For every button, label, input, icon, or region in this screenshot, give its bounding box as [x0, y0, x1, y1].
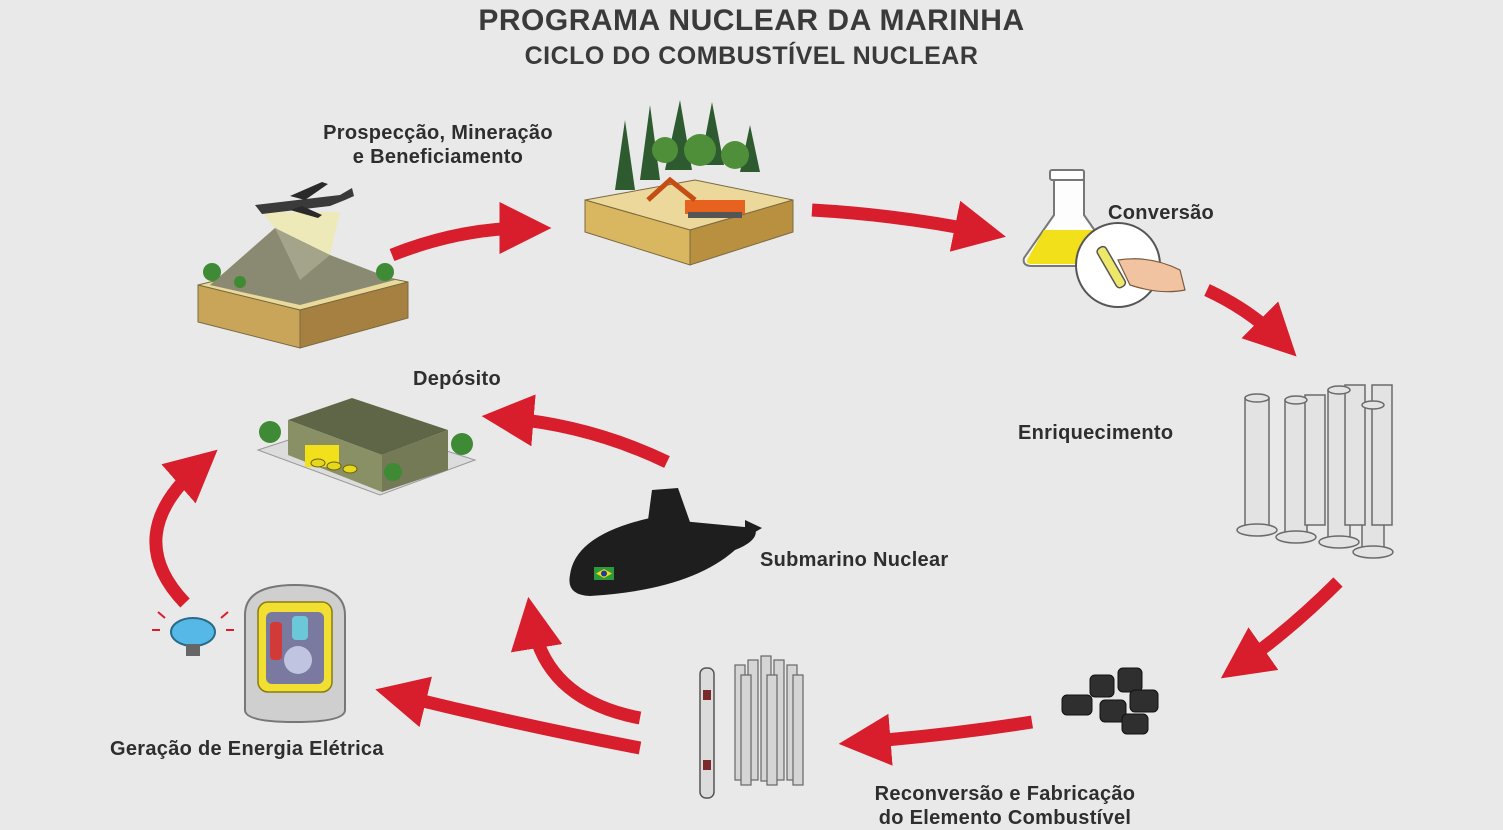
page-title: PROGRAMA NUCLEAR DA MARINHA — [478, 4, 1025, 37]
label-mining: Prospecção, Mineração e Beneficiamento — [288, 121, 588, 169]
label-fabrication-line2: do Elemento Combustível — [878, 807, 1132, 829]
airplane-icon — [255, 182, 354, 218]
label-mining-line1: Prospecção, Mineração — [323, 122, 553, 144]
arrow-forest-to-conversion — [811, 200, 1006, 252]
label-deposit: Depósito — [413, 368, 501, 390]
lightbulb-icon — [152, 611, 234, 656]
hand-test-tube-icon — [1075, 222, 1186, 308]
arrow-submarine-to-deposit — [481, 394, 670, 468]
label-enrichment: Enriquecimento — [1018, 422, 1174, 444]
page-subtitle: CICLO DO COMBUSTÍVEL NUCLEAR — [524, 42, 979, 70]
label-fabrication-line1: Reconversão e Fabricação — [874, 783, 1136, 805]
centrifuges-icon — [1236, 384, 1394, 559]
fuel-pellets-icon — [1061, 667, 1159, 735]
arrow-conversion-to-enrichment — [1204, 284, 1297, 357]
arrow-enrichment-to-pellets — [1220, 577, 1343, 679]
cycle-arrows — [149, 200, 1343, 766]
label-fabrication: Reconversão e Fabricação do Elemento Com… — [830, 782, 1180, 830]
arrow-fabrication-to-power — [375, 676, 642, 755]
label-mining-line2: e Beneficiamento — [352, 146, 524, 168]
arrow-fabrication-to-submarine — [510, 596, 642, 725]
submarine-icon — [569, 488, 762, 596]
mountain-icon — [197, 212, 409, 349]
arrow-mining-to-forest — [389, 202, 552, 262]
fuel-rods-icon — [699, 655, 804, 799]
forest-excavator-icon — [584, 100, 794, 266]
label-submarine: Submarino Nuclear — [760, 549, 949, 571]
arrow-pellets-to-fabrication — [838, 713, 1034, 766]
label-power-generation: Geração de Energia Elétrica — [110, 738, 384, 760]
warehouse-icon — [256, 398, 477, 496]
label-conversion: Conversão — [1108, 202, 1215, 224]
reactor-icon — [244, 583, 346, 724]
arrow-power-to-deposit — [149, 449, 218, 608]
